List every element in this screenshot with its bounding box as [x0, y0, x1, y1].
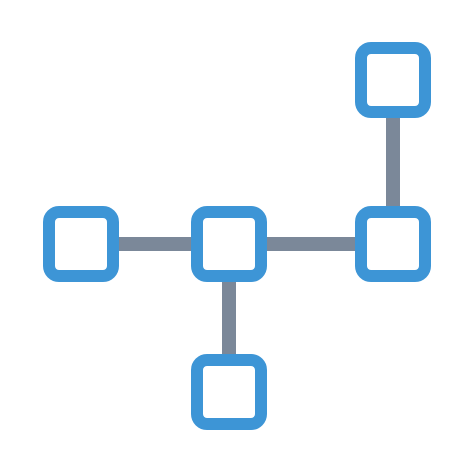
node-center — [191, 206, 267, 282]
node-left — [43, 206, 119, 282]
nodes — [43, 42, 431, 430]
node-right — [355, 206, 431, 282]
node-top-right — [355, 42, 431, 118]
node-bottom — [191, 354, 267, 430]
